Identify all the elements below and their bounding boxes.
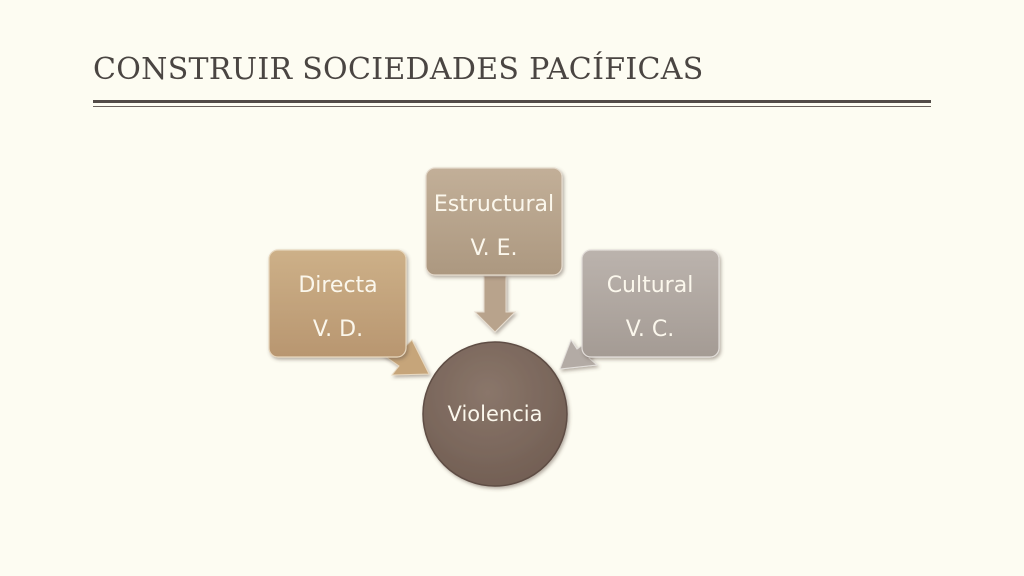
title-divider-thick [93,100,931,103]
node-violencia-label: Violencia [448,402,543,426]
node-directa: Directa V. D. [268,249,407,358]
node-directa-abbrev: V. D. [313,317,363,342]
node-estructural-label: Estructural [434,192,554,217]
page-title: CONSTRUIR SOCIEDADES PACÍFICAS [93,52,704,87]
node-cultural-abbrev: V. C. [626,317,675,342]
node-violencia: Violencia [422,341,568,487]
node-estructural-abbrev: V. E. [470,236,517,261]
title-divider-thin [93,106,931,107]
node-cultural-label: Cultural [607,273,694,298]
node-cultural: Cultural V. C. [581,249,720,358]
node-estructural: Estructural V. E. [425,167,563,276]
node-directa-label: Directa [298,273,377,298]
arrow-estructural-to-violencia [473,275,517,333]
